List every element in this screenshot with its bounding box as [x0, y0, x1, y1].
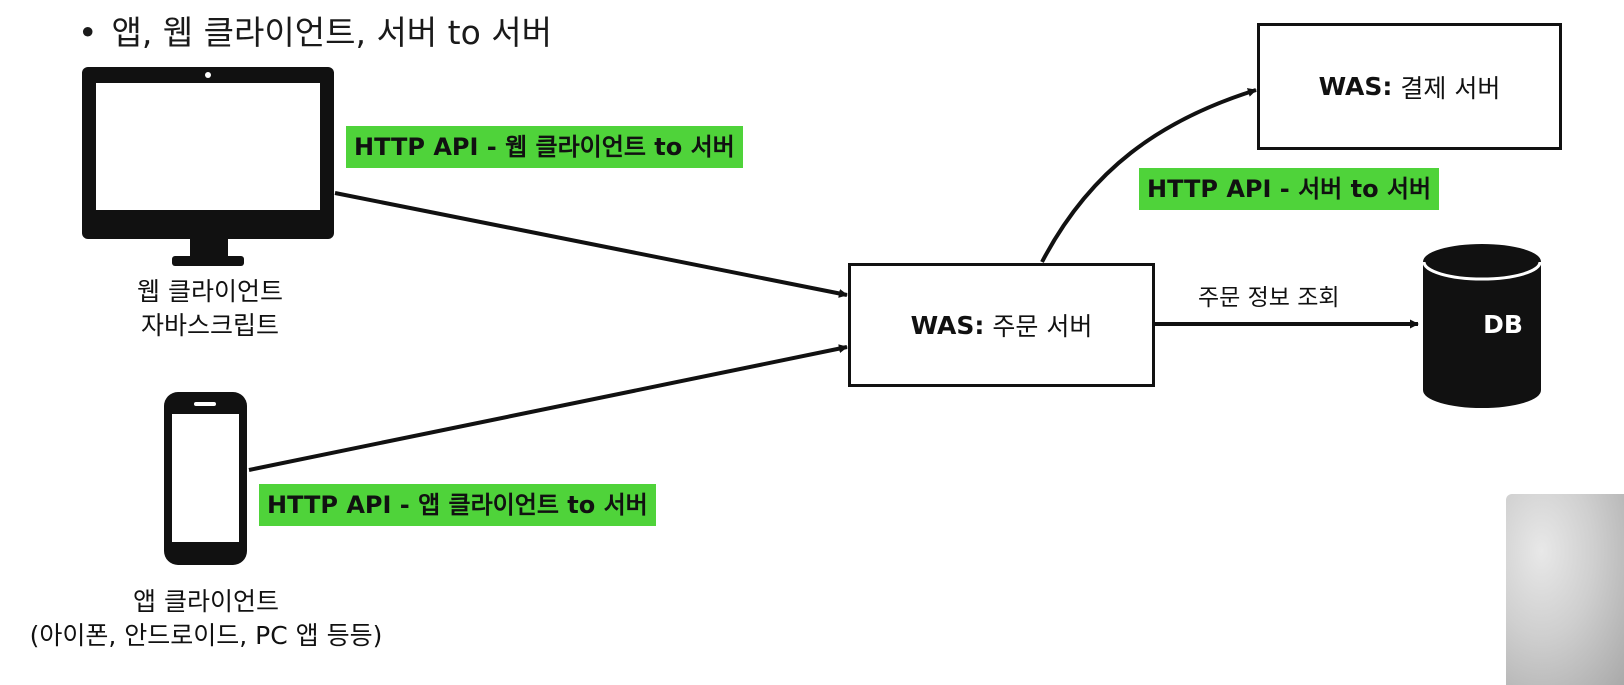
payment-server-prefix: WAS:: [1318, 72, 1393, 101]
app-to-order-arrow: [248, 344, 848, 472]
slide-heading: • 앱, 웹 클라이언트, 서버 to 서버: [78, 6, 552, 54]
db-label: DB: [1483, 310, 1523, 339]
payment-server-name: 결제 서버: [1400, 73, 1501, 103]
web-client-subtitle: 자바스크립트: [140, 310, 279, 340]
app-api-label: HTTP API - 앱 클라이언트 to 서버: [259, 484, 656, 527]
web-api-label: HTTP API - 웹 클라이언트 to 서버: [346, 126, 743, 169]
query-label: 주문 정보 조회: [1198, 285, 1340, 311]
smartphone-icon: [164, 392, 247, 565]
heading-text: 앱, 웹 클라이언트, 서버 to 서버: [111, 13, 552, 52]
order-server-prefix: WAS:: [910, 310, 985, 340]
app-client-title: 앱 클라이언트: [133, 587, 279, 616]
order-server-box: WAS:주문 서버: [848, 263, 1155, 387]
payment-server-box: WAS:결제 서버: [1257, 23, 1562, 150]
bullet: •: [78, 13, 98, 52]
order-to-payment-arrow: [1040, 88, 1257, 263]
web-client-caption: 웹 클라이언트 자바스크립트: [80, 275, 340, 343]
presenter-video-overlay: [1506, 494, 1624, 685]
web-client-title: 웹 클라이언트: [137, 277, 283, 306]
app-client-caption: 앱 클라이언트 (아이폰, 안드로이드, PC 앱 등등): [0, 585, 412, 653]
monitor-icon: [82, 67, 334, 266]
order-server-name: 주문 서버: [992, 312, 1093, 341]
database-icon: [1422, 244, 1542, 408]
app-client-subtitle: (아이폰, 안드로이드, PC 앱 등등): [29, 620, 383, 650]
server-api-label: HTTP API - 서버 to 서버: [1139, 168, 1440, 211]
web-to-order-arrow: [334, 191, 848, 298]
